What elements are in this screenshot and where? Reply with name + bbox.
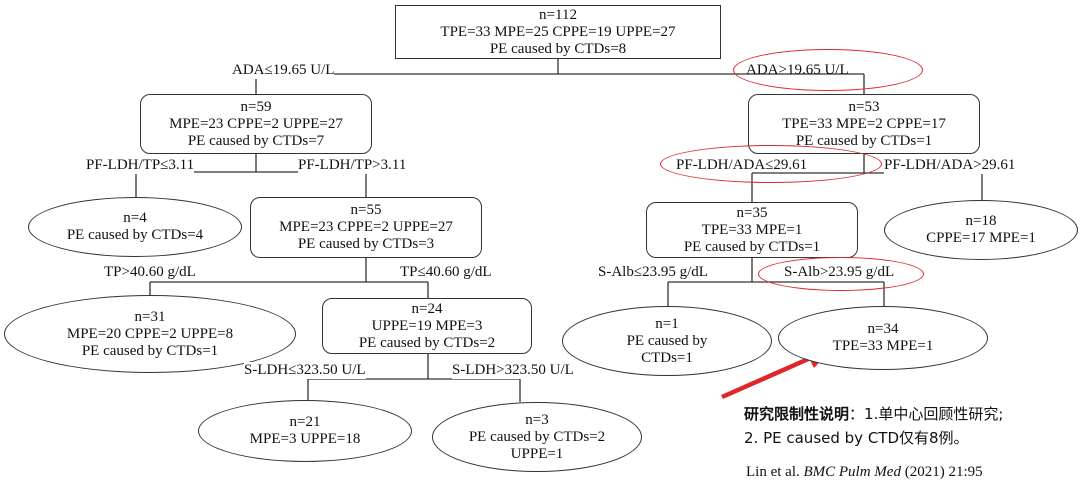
- split-label-sldh-high: S-LDH>323.50 U/L: [452, 362, 574, 379]
- node-n55-count: n=55: [350, 202, 382, 218]
- node-n55-ctd: PE caused by CTDs=3: [297, 236, 435, 252]
- node-n53-count: n=53: [848, 98, 880, 115]
- split-label-salb-low: S-Alb≤23.95 g/dL: [598, 264, 708, 281]
- node-n31-ctd: PE caused by CTDs=1: [81, 342, 219, 359]
- root-node: n=112 TPE=33 MPE=25 CPPE=19 UPPE=27 PE c…: [395, 5, 721, 59]
- node-n3-count: n=3: [525, 411, 549, 428]
- node-n59-groups: MPE=23 CPPE=2 UPPE=27: [169, 115, 343, 132]
- split-label-ada-low: ADA≤19.65 U/L: [232, 62, 335, 79]
- node-n35-ctd: PE caused by CTDs=1: [683, 238, 821, 255]
- node-n59: n=59 MPE=23 CPPE=2 UPPE=27 PE caused by …: [140, 94, 372, 154]
- node-n21-count: n=21: [289, 414, 321, 430]
- note-item-2: 2. PE caused by CTD仅有8例。: [744, 429, 969, 447]
- node-n31: n=31 MPE=20 CPPE=2 UPPE=8 PE caused by C…: [4, 295, 296, 373]
- node-n18: n=18 CPPE=17 MPE=1: [884, 200, 1078, 260]
- citation-journal: BMC Pulm Med: [803, 464, 901, 480]
- node-n24: n=24 UPPE=19 MPE=3 PE caused by CTDs=2: [322, 298, 532, 354]
- node-n18-count: n=18: [965, 213, 997, 229]
- root-ctd: PE caused by CTDs=8: [489, 40, 627, 57]
- node-n1: n=1 PE caused by CTDs=1: [562, 306, 772, 376]
- node-n35-groups: TPE=33 MPE=1: [701, 221, 803, 238]
- node-n31-groups: MPE=20 CPPE=2 UPPE=8: [66, 325, 234, 342]
- node-n3-ctd: PE caused by CTDs=2: [468, 428, 606, 445]
- node-n53-ctd: PE caused by CTDs=1: [795, 132, 933, 149]
- split-label-tp-low: TP≤40.60 g/dL: [400, 264, 492, 281]
- node-n4-count: n=4: [123, 210, 147, 226]
- highlight-ellipse-pfldh-ada: [660, 145, 882, 183]
- node-n24-groups: UPPE=19 MPE=3: [371, 317, 483, 334]
- node-n4: n=4 PE caused by CTDs=4: [28, 197, 242, 257]
- node-n55-groups: MPE=23 CPPE=2 UPPE=27: [279, 219, 453, 235]
- note-colon: ：: [849, 405, 865, 423]
- citation: Lin et al. BMC Pulm Med (2021) 21:95: [746, 464, 983, 481]
- node-n21-groups: MPE=3 UPPE=18: [249, 431, 361, 447]
- citation-authors: Lin et al.: [746, 464, 804, 480]
- split-label-pfldh-tp-low: PF-LDH/TP≤3.11: [86, 157, 195, 174]
- node-n24-ctd: PE caused by CTDs=2: [358, 334, 496, 351]
- node-n18-groups: CPPE=17 MPE=1: [926, 230, 1036, 246]
- highlight-ellipse-ada: [733, 49, 923, 91]
- citation-rest: (2021) 21:95: [900, 464, 983, 480]
- split-label-pfldh-ada-high: PF-LDH/ADA>29.61: [884, 157, 1016, 174]
- limitations-note: 研究限制性说明：1.单中心回顾性研究; 2. PE caused by CTD仅…: [744, 402, 1003, 450]
- node-n3: n=3 PE caused by CTDs=2 UPPE=1: [432, 402, 642, 472]
- node-n21: n=21 MPE=3 UPPE=18: [198, 400, 412, 462]
- node-n53: n=53 TPE=33 MPE=2 CPPE=17 PE caused by C…: [748, 94, 980, 154]
- node-n4-ctd: PE caused by CTDs=4: [66, 227, 204, 243]
- note-item-1: 1.单中心回顾性研究;: [864, 405, 1004, 423]
- node-n59-count: n=59: [240, 98, 272, 115]
- node-n31-count: n=31: [134, 308, 166, 325]
- root-count: n=112: [539, 6, 577, 23]
- node-n34-groups: TPE=33 MPE=1: [832, 338, 934, 354]
- note-title: 研究限制性说明: [744, 405, 850, 423]
- split-label-sldh-low: S-LDH≤323.50 U/L: [244, 362, 366, 379]
- node-n34: n=34 TPE=33 MPE=1: [778, 306, 988, 370]
- node-n24-count: n=24: [411, 300, 443, 317]
- node-n1-ctd-line1: PE caused by: [626, 332, 708, 349]
- node-n55: n=55 MPE=23 CPPE=2 UPPE=27 PE caused by …: [250, 197, 482, 258]
- node-n1-ctd-line2: CTDs=1: [641, 349, 693, 366]
- node-n53-groups: TPE=33 MPE=2 CPPE=17: [782, 115, 946, 132]
- highlight-ellipse-salb: [758, 257, 924, 291]
- node-n35-count: n=35: [736, 204, 768, 221]
- root-groups: TPE=33 MPE=25 CPPE=19 UPPE=27: [440, 23, 676, 40]
- split-label-tp-high: TP>40.60 g/dL: [104, 264, 196, 281]
- node-n59-ctd: PE caused by CTDs=7: [187, 132, 325, 149]
- node-n34-count: n=34: [867, 321, 899, 337]
- node-n1-count: n=1: [655, 315, 679, 332]
- node-n35: n=35 TPE=33 MPE=1 PE caused by CTDs=1: [646, 202, 858, 258]
- split-label-pfldh-tp-high: PF-LDH/TP>3.11: [298, 157, 407, 174]
- node-n3-groups: UPPE=1: [510, 445, 564, 462]
